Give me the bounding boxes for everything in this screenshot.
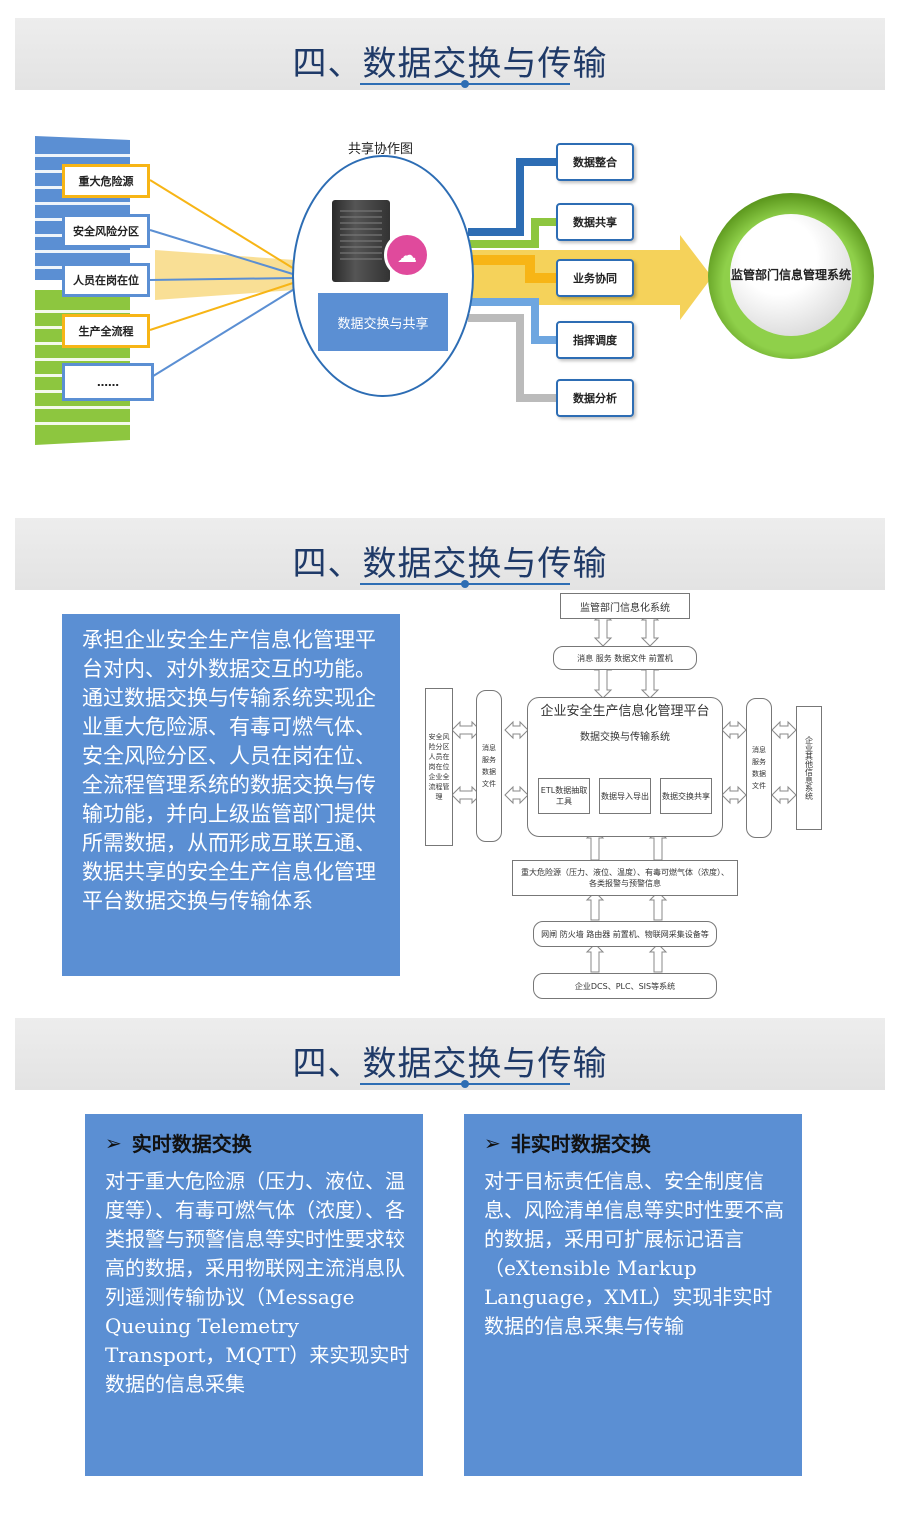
- output-box-sharing: 数据共享: [556, 203, 634, 241]
- right-systems-text: 企业其他信息系统: [804, 736, 814, 800]
- output-box-dispatch: 指挥调度: [556, 321, 634, 359]
- source-box-risk-zone: 安全风险分区: [62, 214, 150, 248]
- import-export-box: 数据导入导出: [599, 778, 651, 814]
- network-devices-bar: 网闸 防火墙 路由器 前置机、物联网采集设备等: [533, 921, 717, 947]
- left-systems-text: 安全风险分区 人员在岗在位 企业全流程管理: [428, 733, 450, 801]
- non-realtime-card-heading: 非实时数据交换: [510, 1132, 651, 1156]
- source-box-personnel: 人员在岗在位: [62, 263, 150, 297]
- output-box-integration: 数据整合: [556, 143, 634, 181]
- server-vents: [340, 210, 382, 260]
- right-interface-bar: 消息 服务 数据文件: [746, 698, 772, 838]
- platform-title: 企业安全生产信息化管理平台: [540, 704, 710, 719]
- source-data-box: 重大危险源（压力、液位、温度）、有毒可燃气体（浓度）、各类报警与预警信息: [512, 860, 738, 896]
- right-systems-box: 企业其他信息系统: [796, 706, 822, 830]
- title-dot: [461, 1080, 469, 1088]
- non-realtime-card: ➢ 非实时数据交换 对于目标责任信息、安全制度信息、风险清单信息等实时性要不高的…: [464, 1114, 802, 1476]
- section-3-title: 四、数据交换与传输: [292, 1044, 608, 1084]
- platform-subtitle: 数据交换与传输系统: [580, 732, 670, 743]
- section-1-title: 四、数据交换与传输: [292, 44, 608, 84]
- realtime-card-head: ➢ 实时数据交换: [105, 1128, 411, 1157]
- exchange-box: 数据交换与共享: [318, 293, 448, 351]
- arrow-bullet-icon: ➢: [105, 1130, 122, 1155]
- top-interface-bar: 消息 服务 数据文件 前置机: [553, 646, 697, 670]
- output-box-analysis: 数据分析: [556, 379, 634, 417]
- non-realtime-card-body: 对于目标责任信息、安全制度信息、风险清单信息等实时性要不高的数据，采用可扩展标记…: [484, 1169, 784, 1338]
- section-3-header: 四、数据交换与传输: [15, 1018, 885, 1090]
- left-interface-bar: 消息 服务 数据文件: [476, 690, 502, 842]
- etl-tool-box: ETL数据抽取工具: [538, 778, 590, 814]
- title-dot: [461, 80, 469, 88]
- section-2-title: 四、数据交换与传输: [292, 544, 608, 584]
- arrow-bullet-icon: ➢: [484, 1130, 501, 1155]
- section-2-header: 四、数据交换与传输: [15, 518, 885, 590]
- supervision-system-box: 监管部门信息化系统: [560, 593, 690, 619]
- flow-arrows: [149, 158, 712, 402]
- realtime-card-heading: 实时数据交换: [131, 1132, 252, 1156]
- shared-collab-label: 共享协作图: [348, 142, 414, 157]
- section-1: 四、数据交换与传输: [0, 0, 900, 500]
- base-systems-bar: 企业DCS、PLC、SIS等系统: [533, 973, 717, 999]
- right-interface-text: 消息 服务 数据文件: [752, 746, 766, 790]
- left-interface-text: 消息 服务 数据文件: [482, 744, 496, 788]
- cloud-icon: ☁: [384, 232, 430, 278]
- output-box-collaboration: 业务协同: [556, 259, 634, 297]
- non-realtime-card-head: ➢ 非实时数据交换: [484, 1128, 790, 1157]
- target-system: 监管部门信息管理系统: [730, 214, 852, 336]
- left-systems-box: 安全风险分区 人员在岗在位 企业全流程管理: [425, 688, 453, 846]
- data-share-box: 数据交换共享: [660, 778, 712, 814]
- section-1-header: 四、数据交换与传输: [15, 18, 885, 90]
- architecture-arrows: [451, 611, 797, 973]
- source-box-production: 生产全流程: [62, 314, 150, 348]
- realtime-card: ➢ 实时数据交换 对于重大危险源（压力、液位、温度等）、有毒可燃气体（浓度）、各…: [85, 1114, 423, 1476]
- realtime-card-body: 对于重大危险源（压力、液位、温度等）、有毒可燃气体（浓度）、各类报警与预警信息等…: [105, 1169, 410, 1396]
- section-2-description: 承担企业安全生产信息化管理平台对内、对外数据交互的功能。通过数据交换与传输系统实…: [62, 614, 400, 976]
- title-dot: [461, 580, 469, 588]
- source-box-more: ……: [62, 363, 154, 401]
- platform-box: 企业安全生产信息化管理平台 数据交换与传输系统: [527, 697, 723, 837]
- source-box-major-hazard: 重大危险源: [62, 164, 150, 198]
